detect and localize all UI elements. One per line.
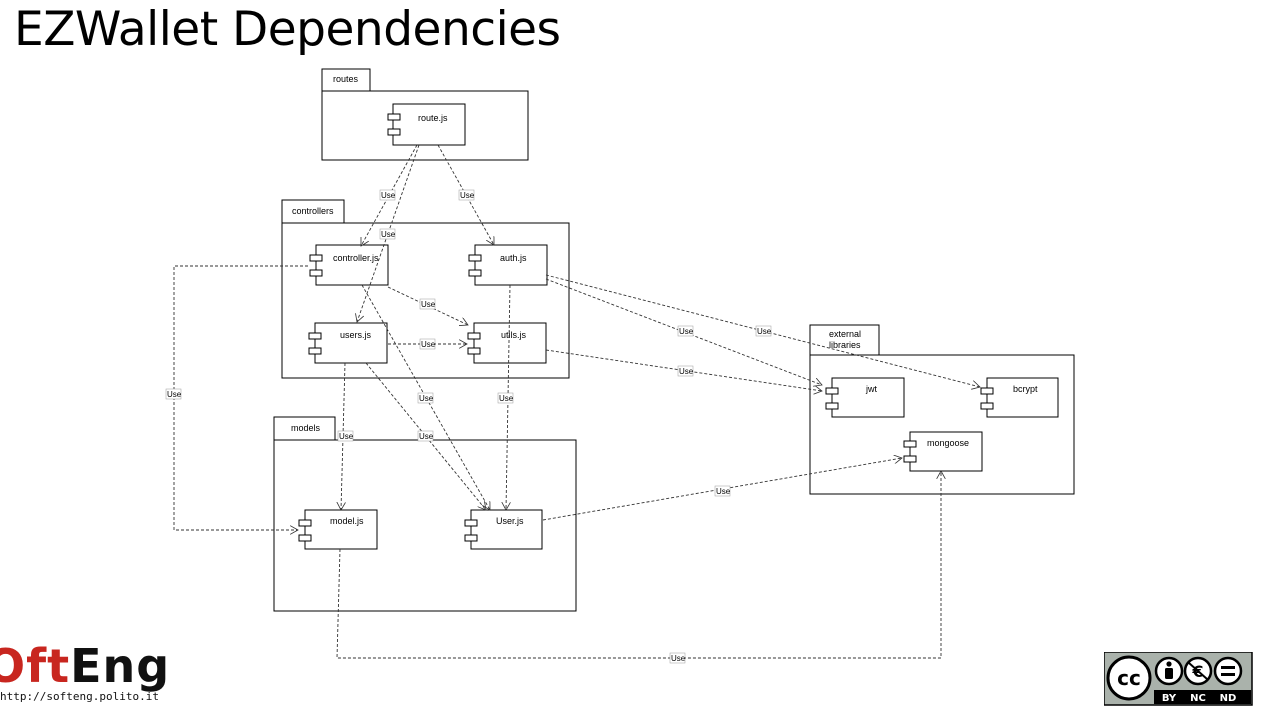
use-label-text: Use [679,367,694,376]
dep-users-user [365,362,486,510]
component-mongoose-label: mongoose [927,438,969,448]
use-label: Use [379,228,396,240]
cc-icon-text: cc [1117,666,1141,690]
component-bcrypt-label: bcrypt [1013,384,1038,394]
page-title: EZWallet Dependencies [14,2,561,57]
package-routes: routes [321,68,529,161]
component-model-label: model.js [330,516,364,526]
component-users-label: users.js [340,330,372,340]
component-auth: auth.js [468,244,548,286]
component-user: User.js [464,509,543,550]
use-label: Use [419,338,436,350]
use-label: Use [419,298,436,310]
use-label: Use [677,365,694,377]
component-utils-label: utils.js [501,330,527,340]
component-auth-label: auth.js [500,253,527,263]
use-label-text: Use [460,191,475,200]
cc-license-badge: cc € BY NC ND [1104,652,1253,706]
cc-nd-label: ND [1220,693,1237,704]
component-jwt-label: jwt [865,384,877,394]
logo-url: http://softeng.polito.it [0,690,159,703]
use-label: Use [458,189,475,201]
nd-icon [1213,656,1243,686]
cc-icon [1106,655,1152,701]
use-label-text: Use [419,394,434,403]
component-users: users.js [308,322,388,364]
use-label: Use [714,485,731,497]
softeng-logo: OftEng http://softeng.polito.it [0,643,260,713]
dep-users-model [341,362,345,510]
use-label: Use [497,392,514,404]
package-external-label-line1: external [829,329,861,339]
use-label-text: Use [671,654,686,663]
use-label: Use [417,392,434,404]
use-label-text: Use [381,230,396,239]
package-models-label: models [291,423,321,433]
use-label-text: Use [421,340,436,349]
use-label-text: Use [716,487,731,496]
component-controller-label: controller.js [333,253,379,263]
logo-brand-red: Oft [0,639,71,693]
component-jwt: jwt [825,377,905,418]
component-route: route.js [387,103,466,146]
package-controllers-label: controllers [292,206,334,216]
component-bcrypt: bcrypt [980,377,1059,418]
use-label: Use [379,189,396,201]
use-label-text: Use [339,432,354,441]
use-label-text: Use [499,394,514,403]
logo-brand-black: Eng [70,639,171,693]
package-routes-label: routes [333,74,359,84]
use-label-text: Use [421,300,436,309]
use-label-text: Use [679,327,694,336]
dep-model-mongoose [336,471,941,659]
package-external-label-line2: libraries [829,340,861,350]
cc-nc-label: NC [1190,693,1206,704]
use-label-text: Use [419,432,434,441]
use-label-text: Use [167,390,182,399]
use-label: Use [669,652,686,664]
dep-route-users [357,144,420,322]
component-model: model.js [298,509,378,550]
cc-by-label: BY [1162,693,1177,704]
component-mongoose: mongoose [903,431,983,472]
component-route-label: route.js [418,113,448,123]
dep-utils-jwt [545,349,822,391]
use-label-text: Use [381,191,396,200]
component-user-label: User.js [496,516,524,526]
component-controller: controller.js [309,244,389,286]
use-label: Use [755,325,772,337]
use-label: Use [165,388,182,400]
use-label: Use [417,430,434,442]
use-label-text: Use [757,327,772,336]
component-utils: utils.js [467,322,547,364]
dep-controller-user [361,284,490,510]
use-label: Use [677,325,694,337]
use-label: Use [337,430,354,442]
